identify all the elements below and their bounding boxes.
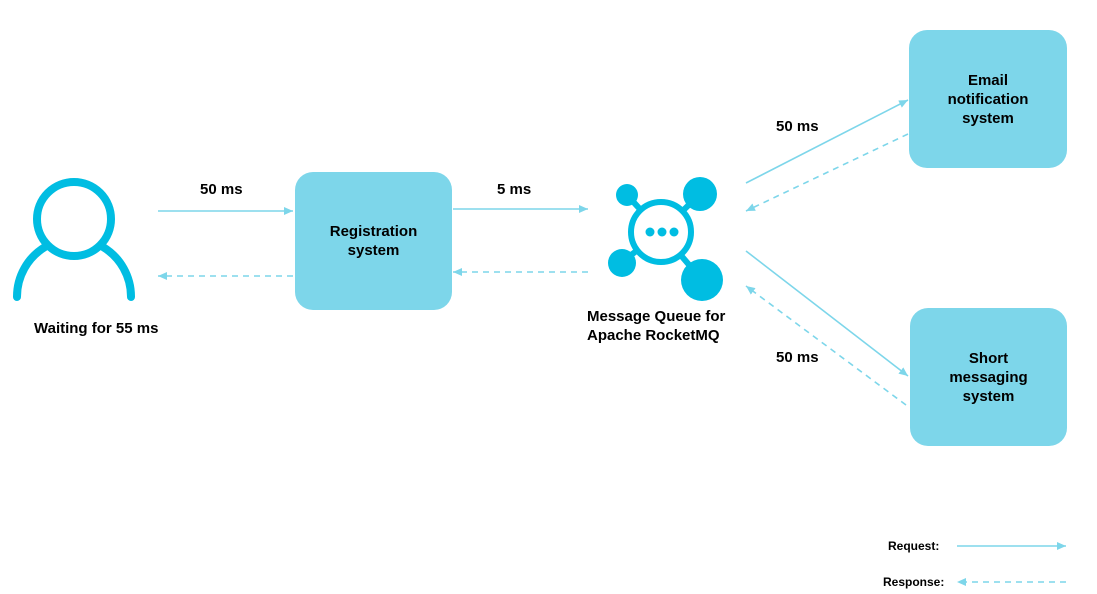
user-icon bbox=[12, 178, 136, 301]
legend-request-label: Request: bbox=[888, 539, 940, 553]
edge-label-user-registration: 50 ms bbox=[200, 181, 243, 198]
request-arrow-mq-email bbox=[745, 99, 909, 184]
short-messaging-system-label: Short messaging system bbox=[949, 349, 1028, 405]
registration-system-node: Registration system bbox=[295, 172, 452, 310]
request-arrow-mq-sms bbox=[745, 250, 909, 377]
response-arrow-email-mq bbox=[745, 133, 909, 212]
message-queue-icon bbox=[608, 177, 723, 301]
short-messaging-system-node: Short messaging system bbox=[910, 308, 1067, 446]
response-arrow-sms-mq bbox=[745, 285, 907, 406]
edge-label-mq-email: 50 ms bbox=[776, 118, 819, 135]
edge-label-registration-mq: 5 ms bbox=[497, 181, 532, 198]
registration-system-label: Registration system bbox=[329, 223, 418, 259]
user-waiting-label: Waiting for 55 ms bbox=[34, 320, 159, 337]
message-queue-label: Message Queue for Apache RocketMQ bbox=[587, 308, 726, 344]
edge-label-mq-sms: 50 ms bbox=[776, 349, 819, 366]
legend-response-label: Response: bbox=[883, 575, 945, 589]
email-notification-system-node: Email notification system bbox=[909, 30, 1067, 168]
email-notification-system-label: Email notification system bbox=[947, 71, 1029, 127]
